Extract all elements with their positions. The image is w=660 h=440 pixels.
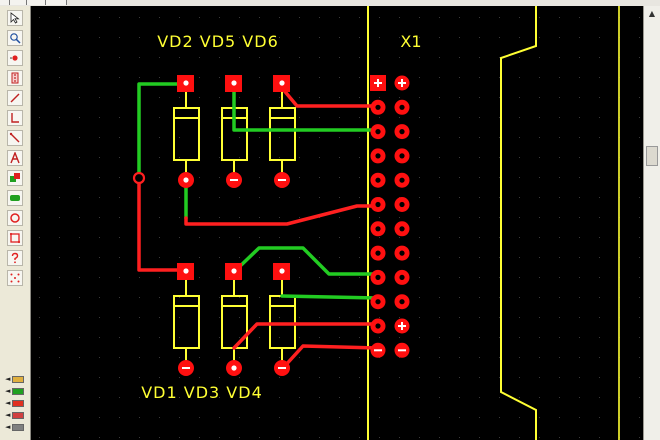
trace-red — [184, 204, 379, 226]
pcb-canvas[interactable]: VD2 VD5 VD6 VD1 VD3 VD4 X1 — [31, 6, 643, 440]
connector-x1-outline — [500, 6, 537, 440]
connector-pad-hole — [375, 323, 381, 329]
trace-red — [232, 322, 379, 350]
layer-arrow-icon: ◄ — [5, 410, 11, 419]
zoom-icon[interactable] — [7, 30, 23, 46]
layer-s1[interactable]: ◄ — [5, 386, 27, 396]
connector-pad-hole — [399, 299, 405, 305]
trace-green — [137, 82, 185, 180]
top-toolbar-button[interactable] — [27, 0, 46, 5]
trace-red — [137, 176, 183, 272]
label-vd-bottom: VD1 VD3 VD4 — [141, 383, 263, 402]
connector-pad-hole — [399, 274, 405, 280]
top-layer-traces — [137, 86, 379, 370]
trace-green — [232, 88, 379, 132]
place-component-icon[interactable] — [7, 70, 23, 86]
select-arrow-icon[interactable] — [7, 10, 23, 26]
help-icon[interactable] — [7, 250, 23, 266]
layer-swatch — [12, 411, 25, 419]
connector-pad-hole — [399, 153, 405, 159]
layer-c1[interactable]: ◄ — [5, 374, 27, 384]
grid-dots — [31, 6, 643, 440]
via — [132, 171, 146, 185]
connector-pad-hole — [375, 201, 381, 208]
vertical-scrollbar[interactable]: ▲ — [643, 6, 660, 440]
draw-line-icon[interactable] — [7, 90, 23, 106]
trace-green — [280, 294, 379, 300]
autoroute-icon[interactable] — [7, 270, 23, 286]
top-toolbar-button[interactable] — [0, 0, 10, 5]
connector-pad-hole — [375, 153, 381, 159]
connector-pad-hole — [375, 250, 381, 256]
pad-hole — [279, 268, 285, 274]
pcb-board[interactable]: VD2 VD5 VD6 VD1 VD3 VD4 X1 — [31, 6, 643, 440]
connector-x1-pads — [370, 75, 410, 358]
connector-pad-hole — [399, 104, 405, 110]
pads — [177, 75, 290, 376]
pad-hole — [183, 177, 189, 183]
layer-swatch — [12, 387, 25, 395]
layer-arrow-icon: ◄ — [5, 422, 11, 431]
pad-minus-mark — [278, 367, 286, 369]
scroll-thumb[interactable] — [646, 146, 658, 166]
trace-green — [234, 246, 379, 276]
pad-hole — [231, 365, 237, 371]
pad-plus-mark — [401, 322, 403, 330]
layer-swatch — [12, 375, 25, 383]
pad-minus-mark — [398, 349, 406, 352]
pad-hole — [279, 80, 285, 86]
connector-pad-hole — [399, 177, 405, 183]
pad-minus-mark — [374, 349, 382, 352]
pad-hole — [231, 80, 237, 86]
layer-i1[interactable]: ◄ — [5, 422, 27, 432]
connector-pad-hole — [399, 129, 405, 135]
layer-s2[interactable]: ◄ — [5, 410, 27, 420]
pad-hole — [183, 268, 189, 274]
layer-c2[interactable]: ◄ — [5, 398, 27, 408]
layer-arrow-icon: ◄ — [5, 398, 11, 407]
layer-panel: ◄ ◄ ◄ ◄ ◄ — [0, 368, 30, 440]
layer-arrow-icon: ◄ — [5, 386, 11, 395]
board-outline — [367, 6, 620, 440]
pad-hole — [231, 268, 237, 274]
layer-swatch — [12, 399, 25, 407]
top-toolbar-button[interactable] — [10, 0, 27, 5]
layer-arrow-icon: ◄ — [5, 374, 11, 383]
pad-plus-mark — [401, 79, 403, 87]
connector-pad-hole — [375, 299, 381, 305]
draw-corner-line-icon[interactable] — [7, 110, 23, 126]
connector-pad-hole — [375, 177, 381, 183]
diode-bodies — [173, 90, 296, 368]
connector-pad-hole — [375, 226, 381, 232]
connector-pad-hole — [375, 129, 381, 135]
draw-diagonal-icon[interactable] — [7, 130, 23, 146]
pad-minus-mark — [278, 179, 286, 181]
connector-pad-hole — [375, 104, 381, 110]
bottom-layer-traces — [137, 82, 379, 300]
pad-plus-mark — [377, 79, 379, 87]
top-toolbar-button[interactable] — [46, 0, 67, 5]
trace-red — [280, 86, 379, 108]
label-vd-top: VD2 VD5 VD6 — [157, 32, 279, 51]
rectangle-icon[interactable] — [7, 230, 23, 246]
place-pad-icon[interactable] — [7, 50, 23, 66]
connector-pad-hole — [399, 226, 405, 232]
label-x1: X1 — [400, 32, 421, 51]
text-icon[interactable] — [7, 150, 23, 166]
tool-palette — [0, 6, 31, 440]
connector-pad-hole — [399, 250, 405, 256]
polygon-fill-icon[interactable] — [7, 190, 23, 206]
layer-swatch — [12, 423, 25, 431]
pad-minus-mark — [230, 179, 238, 181]
circle-icon[interactable] — [7, 210, 23, 226]
connector-pad-hole — [399, 201, 405, 208]
pad-hole — [183, 80, 189, 86]
trace-red — [281, 344, 379, 370]
connector-pad-hole — [375, 274, 381, 280]
pad-minus-mark — [182, 367, 190, 369]
scroll-up-arrow-icon[interactable]: ▲ — [648, 9, 656, 18]
copy-icon[interactable] — [7, 170, 23, 186]
